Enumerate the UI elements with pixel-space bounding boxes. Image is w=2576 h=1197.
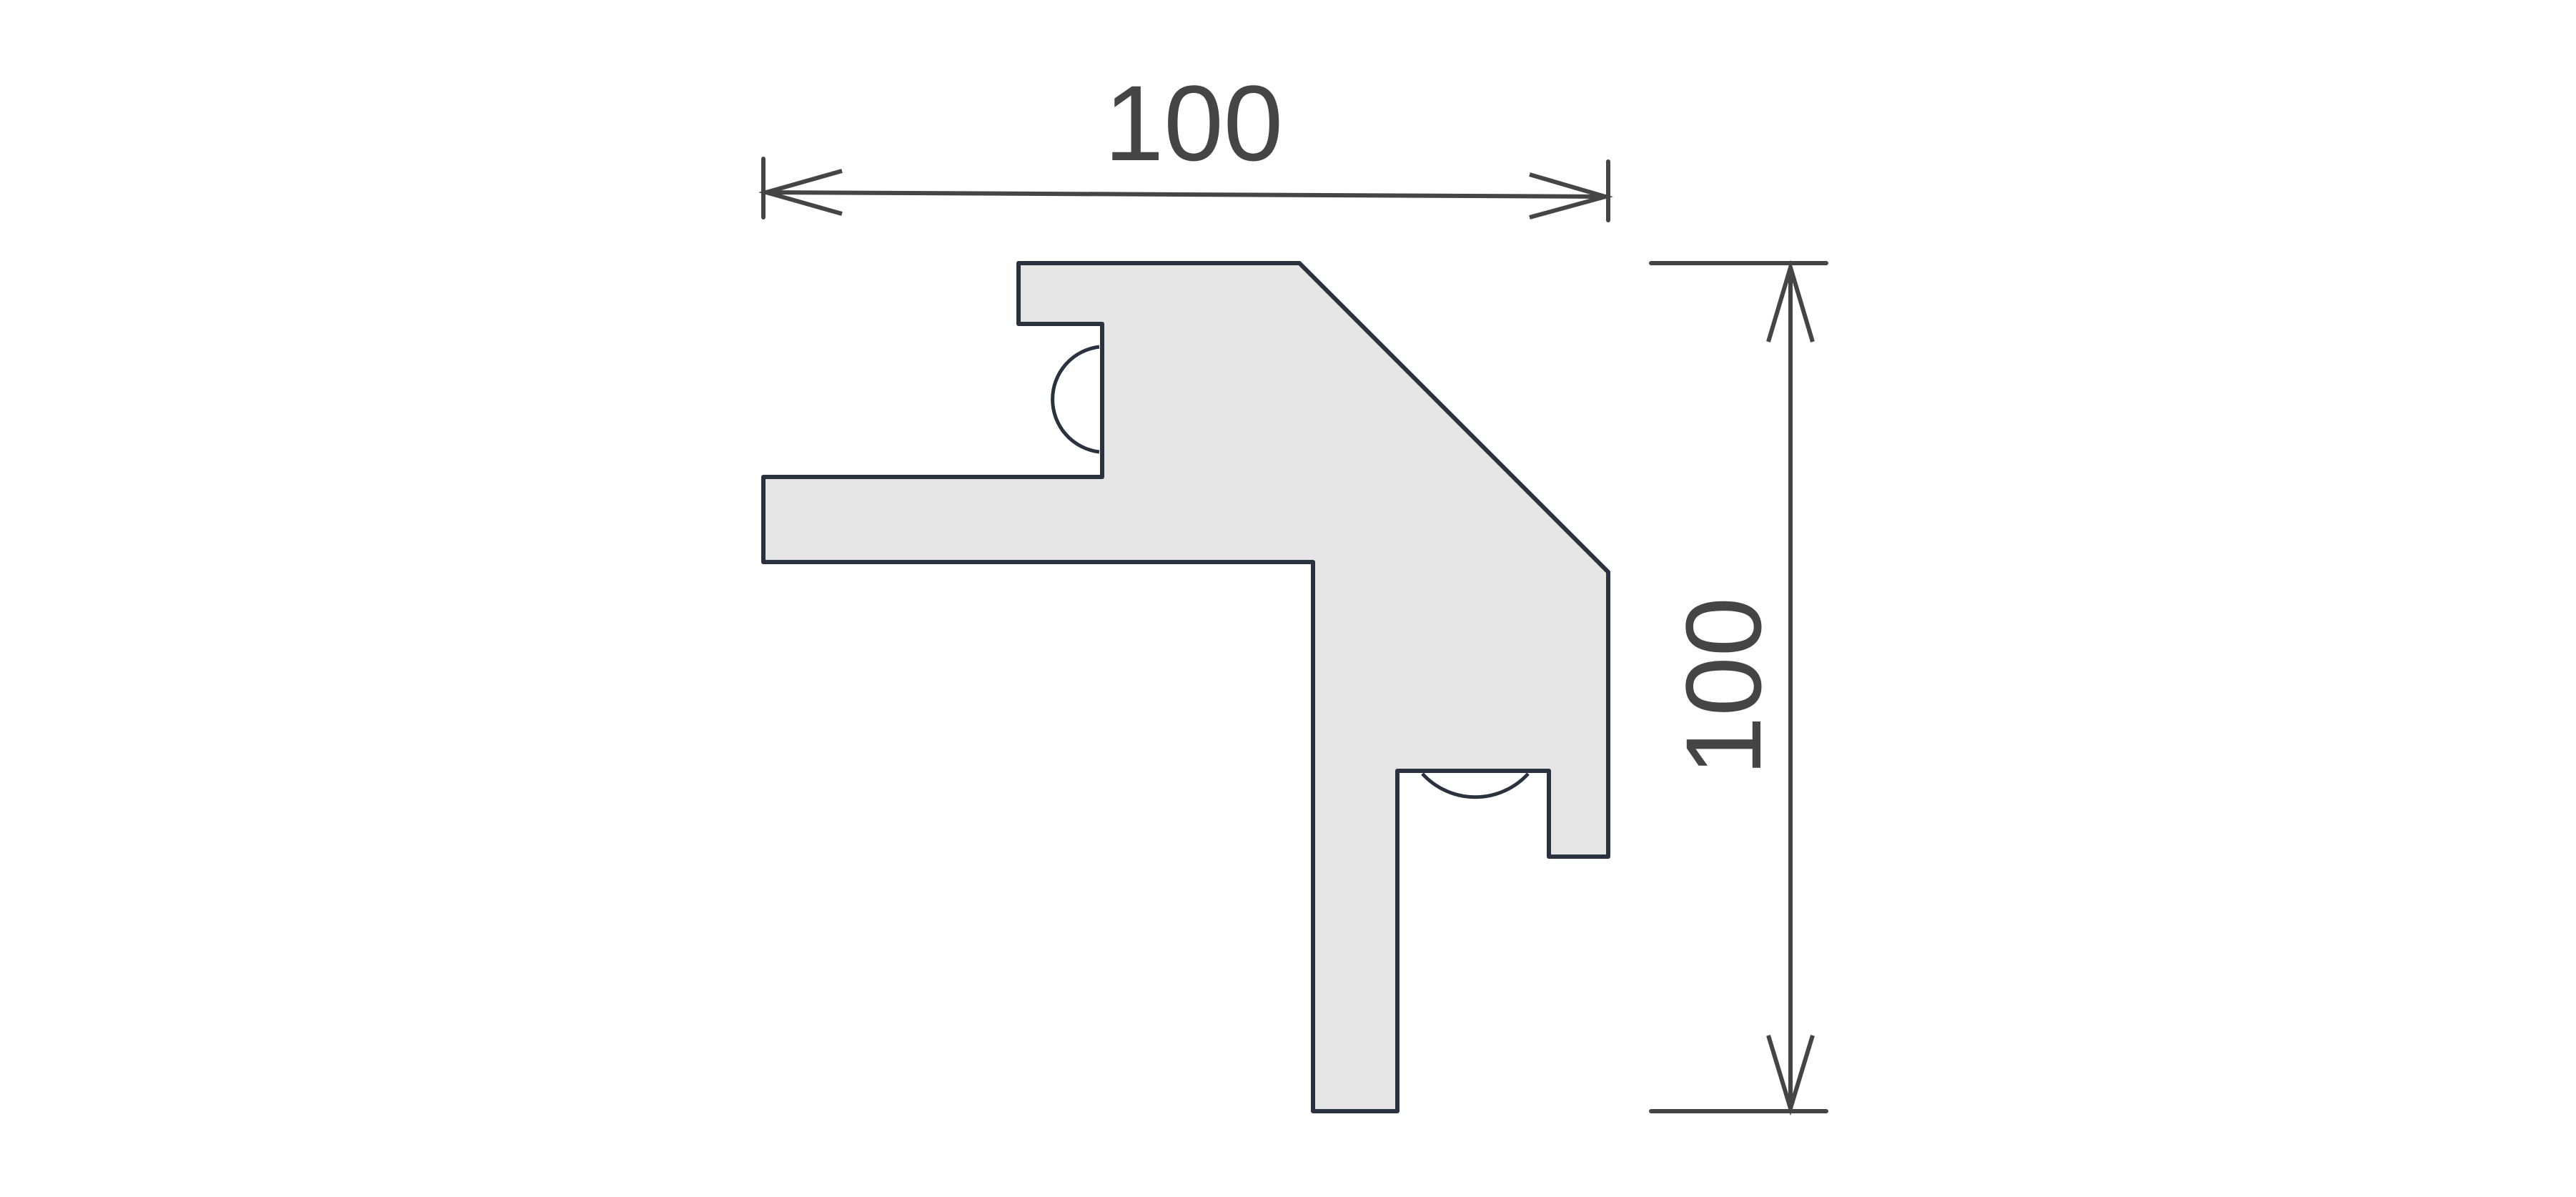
width-dimension: 100 [758,63,1614,222]
width-dimension-label: 100 [1104,63,1283,183]
height-arrow-top-icon [1766,260,1815,343]
height-arrow-bottom-icon [1766,1035,1815,1116]
width-arrow-right-icon [1529,172,1614,220]
height-dimension: 100 [1649,260,1828,1116]
height-dimension-label: 100 [1663,597,1783,776]
profile-shape [761,261,1610,1113]
lower-groove-arc [1421,772,1530,799]
molding-cross-section [761,261,1610,1113]
width-arrow-left-icon [758,169,843,216]
width-dimension-line [764,190,1607,199]
upper-groove-arc [1051,345,1100,454]
